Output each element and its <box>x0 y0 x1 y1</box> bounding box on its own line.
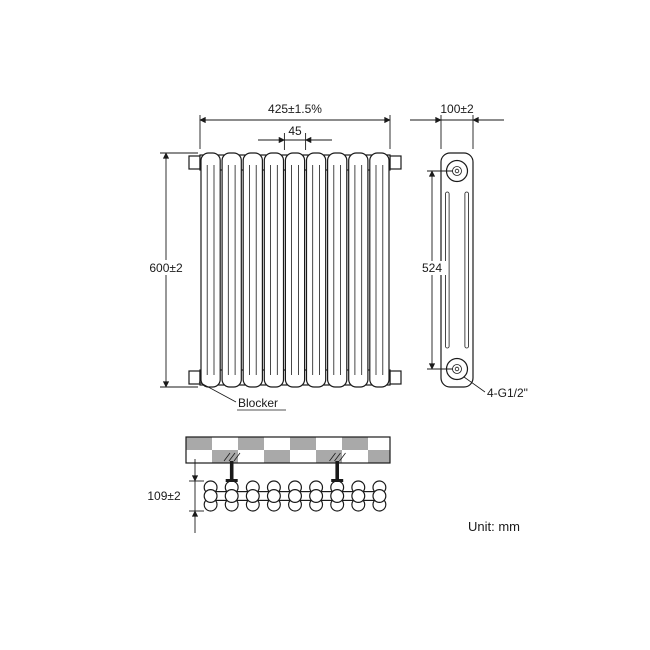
dim-front-width: 425±1.5% <box>199 102 391 149</box>
dim-front-pitch: 45 <box>258 124 332 150</box>
wall-section <box>185 436 391 464</box>
unit-label: Unit: mm <box>468 519 520 534</box>
dim-front-height: 600±2 <box>141 152 198 388</box>
radiator-section <box>305 152 327 388</box>
blocker-callout: Blocker <box>198 381 286 411</box>
thread-label: 4-G1/2" <box>487 386 528 400</box>
radiator-section <box>221 152 242 388</box>
plan-section <box>245 480 260 512</box>
radiator-section <box>369 152 390 388</box>
dim-top-depth: 109±2 <box>147 459 204 533</box>
front-width-label: 425±1.5% <box>268 102 322 116</box>
plan-section <box>330 480 345 512</box>
radiator-section <box>263 152 285 388</box>
plan-section <box>224 480 239 512</box>
radiator-section <box>348 152 369 388</box>
top-depth-label: 109±2 <box>147 489 181 503</box>
top-view <box>185 436 391 512</box>
plan-section <box>203 480 218 512</box>
blocker-label: Blocker <box>238 396 278 410</box>
front-height-label: 600±2 <box>149 261 183 275</box>
side-height-label: 524 <box>422 261 442 275</box>
radiator-section <box>242 152 263 388</box>
thread-callout: 4-G1/2" <box>463 376 528 400</box>
plan-section <box>309 480 324 512</box>
plan-section <box>351 480 366 512</box>
radiator-section <box>284 152 306 388</box>
dim-side-width: 100±2 <box>410 102 504 149</box>
plan-section <box>266 480 281 512</box>
plan-section <box>288 480 302 512</box>
front-pitch-label: 45 <box>288 124 302 138</box>
front-view <box>188 152 402 388</box>
wall-bracket <box>223 452 241 482</box>
plug-bottom-left <box>188 370 201 385</box>
wall-bracket <box>329 452 346 482</box>
radiator-section <box>327 152 348 388</box>
plug-top-right <box>389 155 402 170</box>
plug-top-left <box>188 155 201 170</box>
dim-side-height: 524 <box>417 170 453 370</box>
radiator-section <box>200 152 221 388</box>
plan-section <box>372 480 387 512</box>
side-view <box>440 152 474 388</box>
side-width-label: 100±2 <box>440 102 474 116</box>
plug-bottom-right <box>389 370 402 385</box>
side-slot-right <box>464 191 469 349</box>
